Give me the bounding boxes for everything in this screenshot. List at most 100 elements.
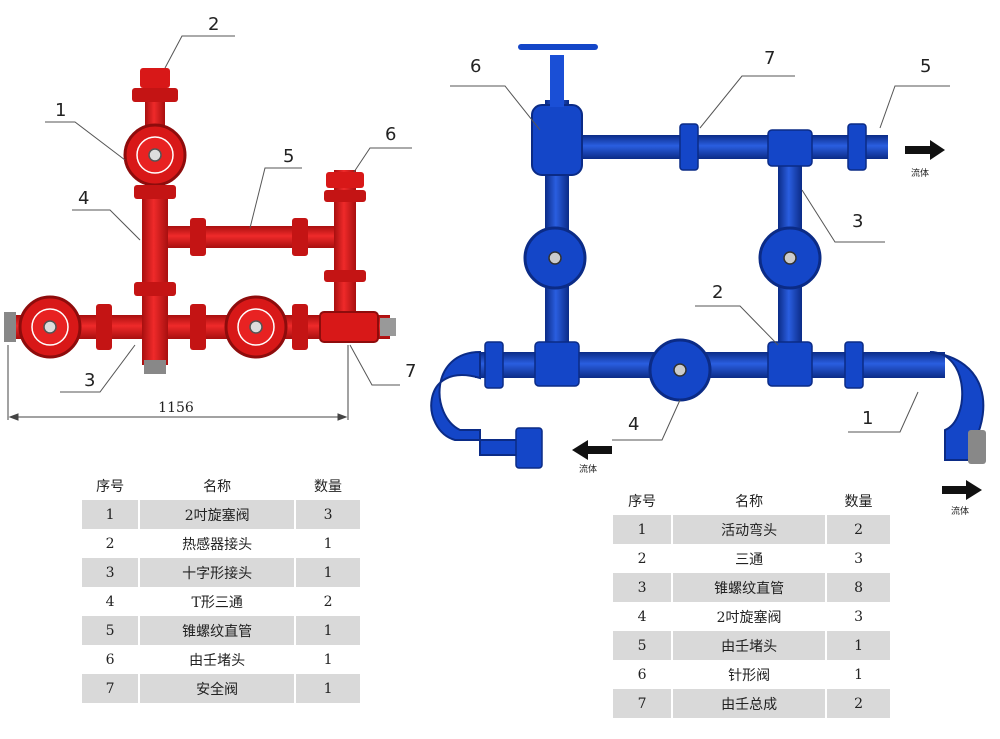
red-flange-a: [134, 185, 176, 199]
flow-arrow-bottom-right: [942, 480, 982, 500]
blue-tee-bottom: [767, 341, 813, 387]
cell-index: 3: [82, 558, 140, 587]
cell-name: 安全阀: [138, 674, 296, 703]
blue-needle-valve-handle: [518, 44, 598, 50]
red-callout-6: 6: [385, 124, 396, 145]
red-callout-3: 3: [84, 370, 95, 391]
blue-right-valve-hub: [783, 251, 797, 265]
blue-flange-top-b: [847, 123, 867, 171]
red-center-column: [142, 190, 168, 365]
red-right-stub: [380, 318, 396, 336]
blue-needle-valve-body: [531, 104, 583, 176]
red-callout-5: 5: [283, 146, 294, 167]
col-header-qty: 数量: [294, 472, 360, 500]
cell-index: 1: [613, 515, 673, 544]
cell-name: 活动弯头: [671, 515, 827, 544]
flow-arrow-bottom-left: [572, 440, 612, 460]
cell-index: 6: [82, 645, 140, 674]
cell-qty: 1: [294, 529, 360, 558]
table-header-row: 序号 名称 数量: [613, 487, 890, 515]
cell-qty: 1: [825, 631, 890, 660]
red-left-end-cap: [4, 312, 16, 342]
red-flange-d: [190, 304, 206, 350]
cell-name: 锥螺纹直管: [671, 573, 827, 602]
cell-qty: 3: [825, 602, 890, 631]
red-assembly: [4, 68, 396, 374]
blue-assembly: [430, 44, 986, 469]
blue-callout-4: 4: [628, 414, 639, 435]
red-right-top-cap: [326, 172, 364, 188]
col-header-qty: 数量: [825, 487, 890, 515]
red-right-column: [334, 170, 356, 340]
blue-tee-top: [767, 129, 813, 167]
cell-index: 2: [82, 529, 140, 558]
cell-name: 由壬堵头: [671, 631, 827, 660]
red-left-valve-hub: [43, 320, 57, 334]
blue-top-pipe: [568, 135, 888, 159]
cell-name: 由壬堵头: [138, 645, 296, 674]
red-branch-flange-a: [190, 218, 206, 256]
red-callout-4: 4: [78, 188, 89, 209]
cell-index: 5: [82, 616, 140, 645]
red-top-flange: [132, 88, 178, 102]
cell-qty: 3: [294, 500, 360, 529]
cell-qty: 1: [825, 660, 890, 689]
cell-index: 6: [613, 660, 673, 689]
cell-name: 2吋旋塞阀: [671, 602, 827, 631]
flow-arrow-top-right: [905, 140, 945, 160]
blue-bottom-valve-hub: [673, 363, 687, 377]
blue-callout-6: 6: [470, 56, 481, 77]
blue-flange-bottom-a: [484, 341, 504, 389]
red-dimension: [7, 345, 349, 421]
red-right-flange-b: [324, 270, 366, 282]
cell-name: 由壬总成: [671, 689, 827, 718]
red-safety-valve: [319, 311, 379, 343]
red-dimension-label: 1156: [158, 400, 194, 416]
cell-name: 针形阀: [671, 660, 827, 689]
red-flange-c: [96, 304, 112, 350]
blue-callout-2: 2: [712, 282, 723, 303]
cell-qty: 8: [825, 573, 890, 602]
red-cross-bottom-cap: [144, 360, 166, 374]
blue-needle-valve-stem: [550, 55, 564, 107]
cell-qty: 1: [294, 616, 360, 645]
cell-qty: 2: [825, 689, 890, 718]
cell-index: 2: [613, 544, 673, 573]
red-callout-2: 2: [208, 14, 219, 35]
red-leader-lines: [45, 35, 412, 393]
flow-label-bottom-right: 流体: [951, 505, 969, 517]
cell-name: 十字形接头: [138, 558, 296, 587]
col-header-index: 序号: [82, 472, 140, 500]
blue-leader-lines: [450, 75, 950, 441]
cell-name: 热感器接头: [138, 529, 296, 558]
cell-qty: 1: [294, 645, 360, 674]
red-flange-e: [292, 304, 308, 350]
cell-qty: 3: [825, 544, 890, 573]
red-callout-1: 1: [55, 100, 66, 121]
cell-index: 4: [82, 587, 140, 616]
red-top-valve-hub: [148, 148, 162, 162]
blue-callout-1: 1: [862, 408, 873, 429]
cell-index: 4: [613, 602, 673, 631]
blue-tee-left: [534, 341, 580, 387]
red-branch-flange-b: [292, 218, 308, 256]
cell-qty: 1: [294, 674, 360, 703]
cell-index: 7: [613, 689, 673, 718]
col-header-name: 名称: [138, 472, 296, 500]
cell-qty: 2: [294, 587, 360, 616]
cell-name: 三通: [671, 544, 827, 573]
